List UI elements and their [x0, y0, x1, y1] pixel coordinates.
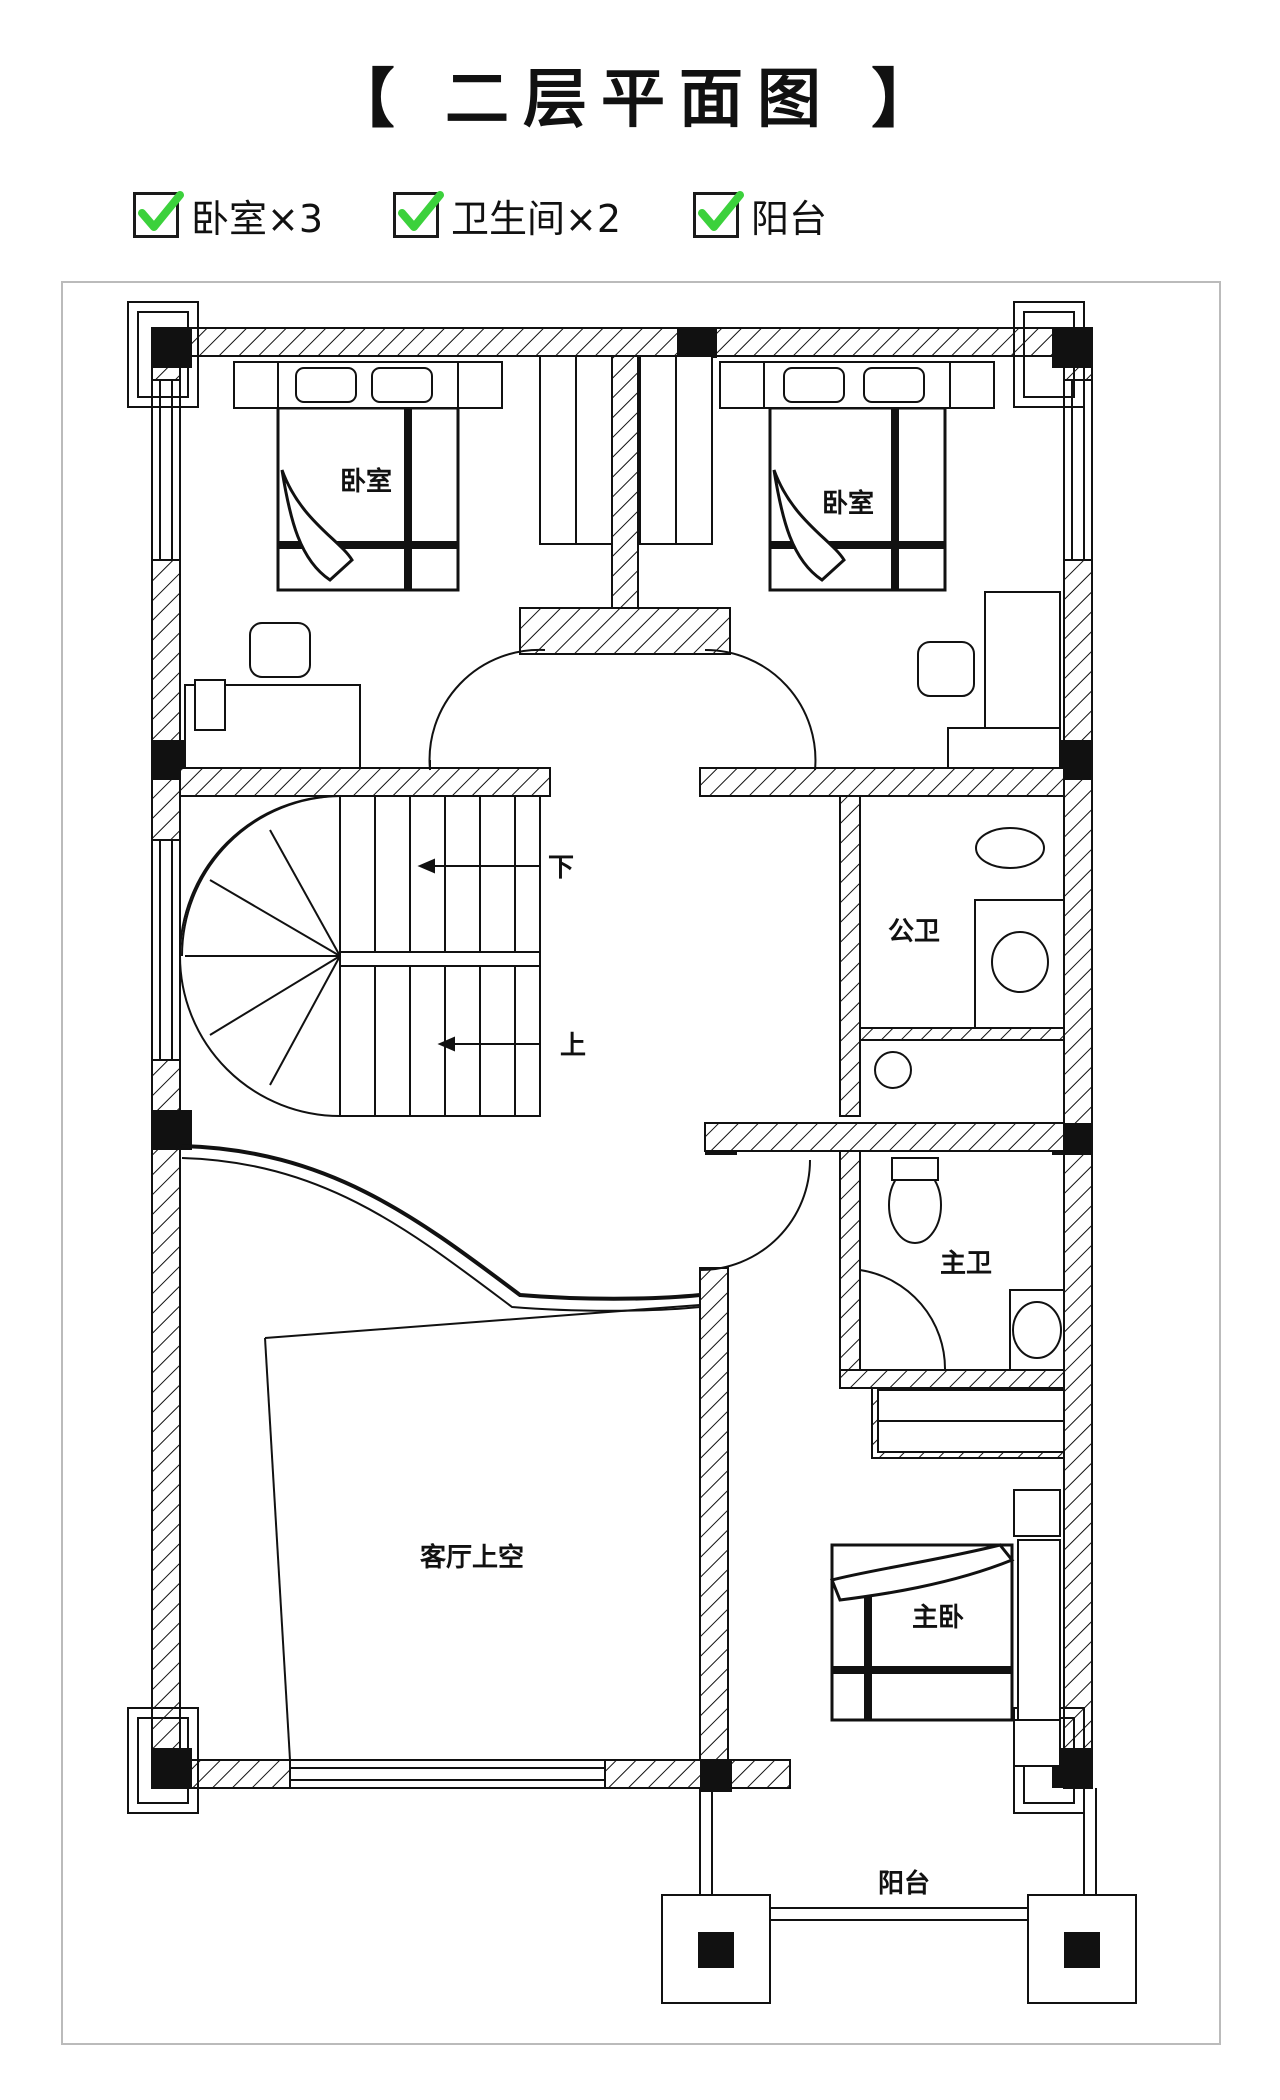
wardrobe-hangers: [575, 356, 677, 544]
room-label-living-void: 客厅上空: [420, 1542, 524, 1573]
nightstands-left: [233, 361, 503, 409]
interior-walls: [179, 355, 1065, 1761]
stair-treads: [185, 796, 516, 1116]
bed-right: [768, 406, 947, 592]
plan-frame: [61, 281, 1221, 2045]
bed-master: [829, 1543, 1015, 1722]
green-check-icon: [693, 191, 744, 238]
master-wardrobe: [877, 1389, 1065, 1453]
green-check-icon: [393, 191, 444, 238]
stair-label-up: 上: [560, 1031, 586, 1061]
master-bath-hall-door: [699, 1159, 811, 1271]
room-label-public-bath: 公卫: [888, 917, 940, 947]
nightstands-master: [1013, 1489, 1061, 1767]
nightstands-right: [719, 361, 995, 409]
room-label-balcony: 阳台: [878, 1868, 930, 1899]
stair-label-down: 下: [548, 853, 574, 883]
balcony: [661, 1788, 1137, 2004]
master-bath-fixtures: [859, 1157, 1065, 1371]
feature-balcony: 阳台: [693, 185, 827, 245]
room-label-master-bedroom: 主卧: [912, 1603, 964, 1633]
room-label-master-bath: 主卫: [940, 1249, 992, 1279]
room-label-bedroom-left: 卧室: [340, 466, 392, 497]
bed-left: [276, 406, 460, 592]
public-bath-fixtures: [874, 827, 1065, 1089]
feature-label: 卧室×3: [191, 196, 324, 241]
hall-doors: [428, 648, 817, 771]
page-title: 【 二层平面图 】: [330, 63, 950, 137]
desk-left: [184, 622, 361, 769]
feature-label: 阳台: [751, 196, 828, 241]
balcony-columns: [698, 1932, 1100, 1968]
desk-right: [917, 591, 1061, 769]
feature-label: 卫生间×2: [451, 196, 622, 241]
feature-bathrooms: 卫生间×2: [393, 185, 621, 245]
void-railing: [181, 1144, 701, 1301]
windows: [151, 379, 1093, 1789]
green-check-icon: [133, 191, 184, 238]
void-lines: [264, 1304, 701, 1761]
staircase: [179, 795, 541, 1117]
room-label-bedroom-right: 卧室: [822, 488, 874, 519]
feature-bedrooms: 卧室×3: [133, 185, 323, 245]
